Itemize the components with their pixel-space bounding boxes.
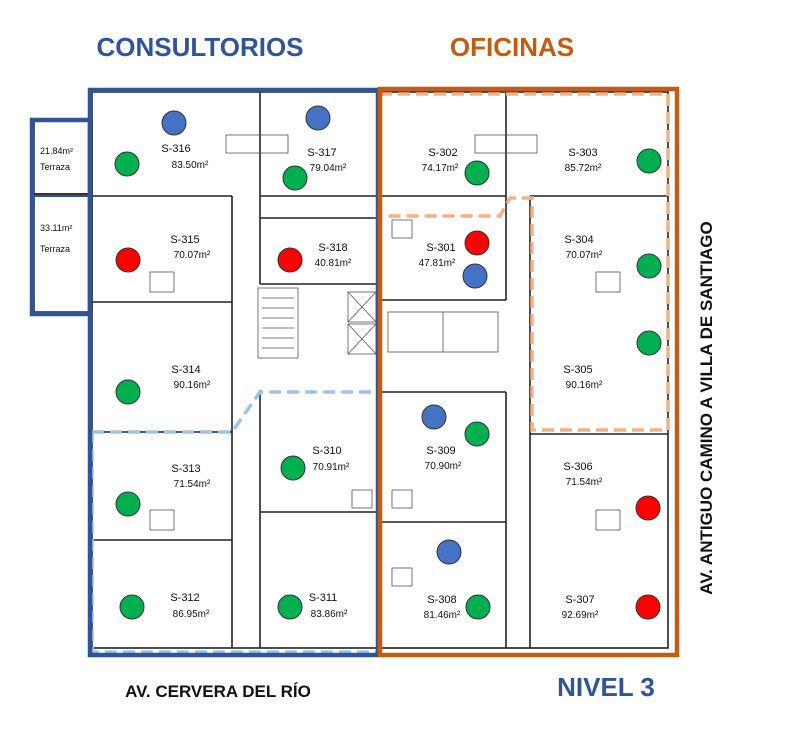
unit-area: 83.50m²: [172, 160, 209, 171]
unit-id: S-309: [426, 445, 455, 457]
street-right-label: AV. ANTIGUO CAMINO A VILLA DE SANTIAGO: [697, 221, 716, 594]
status-dot-red: [115, 247, 141, 273]
unit-area: 90.16m²: [566, 380, 603, 391]
unit-area: 86.95m²: [173, 609, 210, 620]
status-dot-green: [465, 594, 491, 620]
unit-area: 70.07m²: [174, 250, 211, 261]
unit-id: S-316: [161, 143, 190, 155]
terraza-label: Terraza: [40, 162, 70, 172]
unit-area: 47.81m²: [419, 258, 456, 269]
unit-area: 79.04m²: [310, 163, 347, 174]
terraza-area: 21.84m²: [40, 146, 73, 156]
status-dot-green: [277, 594, 303, 620]
zone-outlines: [29, 86, 680, 658]
oficinas-dashed-zone: [378, 92, 670, 432]
status-dot-blue: [436, 539, 462, 565]
status-dot-green: [115, 491, 141, 517]
unit-id: S-305: [563, 364, 592, 376]
unit-labels: S-316 83.50m² S-317 79.04m² S-315 70.07m…: [161, 143, 603, 621]
unit-id: S-302: [428, 147, 457, 159]
unit-area: 71.54m²: [174, 479, 211, 490]
status-dot-green: [636, 148, 662, 174]
status-dot-green: [115, 379, 141, 405]
level-label: NIVEL 3: [557, 672, 655, 702]
status-dot-blue: [462, 263, 488, 289]
unit-id: S-315: [170, 234, 199, 246]
status-dot-red: [464, 230, 490, 256]
unit-id: S-303: [568, 147, 597, 159]
street-bottom-label: AV. CERVERA DEL RÍO: [125, 682, 311, 701]
terraza-label: Terraza: [40, 244, 70, 254]
unit-id: S-317: [307, 147, 336, 159]
unit-id: S-318: [318, 242, 347, 254]
unit-id: S-314: [171, 364, 200, 376]
unit-area: 71.54m²: [566, 477, 603, 488]
unit-area: 81.46m²: [424, 610, 461, 621]
unit-area: 70.07m²: [566, 250, 603, 261]
unit-id: S-306: [563, 461, 592, 473]
status-dot-green: [119, 594, 145, 620]
unit-id: S-308: [427, 594, 456, 606]
oficinas-title: OFICINAS: [450, 32, 574, 62]
status-dot-red: [635, 495, 661, 521]
unit-id: S-307: [565, 594, 594, 606]
unit-area: 70.91m²: [313, 462, 350, 473]
status-dot-green: [280, 455, 306, 481]
unit-area: 85.72m²: [565, 163, 602, 174]
status-dot-green: [636, 253, 662, 279]
oficinas-outline: [377, 86, 680, 658]
unit-id: S-310: [312, 445, 341, 457]
unit-area: 90.16m²: [174, 380, 211, 391]
unit-id: S-304: [564, 234, 593, 246]
unit-area: 92.69m²: [562, 610, 599, 621]
unit-id: S-312: [170, 592, 199, 604]
status-dots: [114, 105, 662, 620]
unit-area: 70.90m²: [425, 461, 462, 472]
unit-id: S-313: [171, 463, 200, 475]
status-dot-green: [464, 160, 490, 186]
terraza-area: 33.11m²: [40, 223, 72, 233]
terraza-labels: 21.84m² Terraza 33.11m² Terraza: [40, 146, 73, 254]
unit-id: S-301: [426, 242, 455, 254]
status-dot-green: [114, 151, 140, 177]
status-dot-red: [277, 247, 303, 273]
unit-area: 83.86m²: [311, 609, 348, 620]
status-dot-green: [636, 330, 662, 356]
terraza-outline: [29, 117, 93, 317]
status-dot-blue: [305, 105, 331, 131]
unit-area: 74.17m²: [422, 163, 459, 174]
status-dot-blue: [161, 110, 187, 136]
status-dot-red: [635, 594, 661, 620]
unit-area: 40.81m²: [315, 258, 352, 269]
unit-id: S-311: [309, 592, 338, 604]
status-dot-green: [282, 165, 308, 191]
consultorios-title: CONSULTORIOS: [96, 32, 303, 62]
status-dot-green: [464, 421, 490, 447]
status-dot-blue: [421, 404, 447, 430]
